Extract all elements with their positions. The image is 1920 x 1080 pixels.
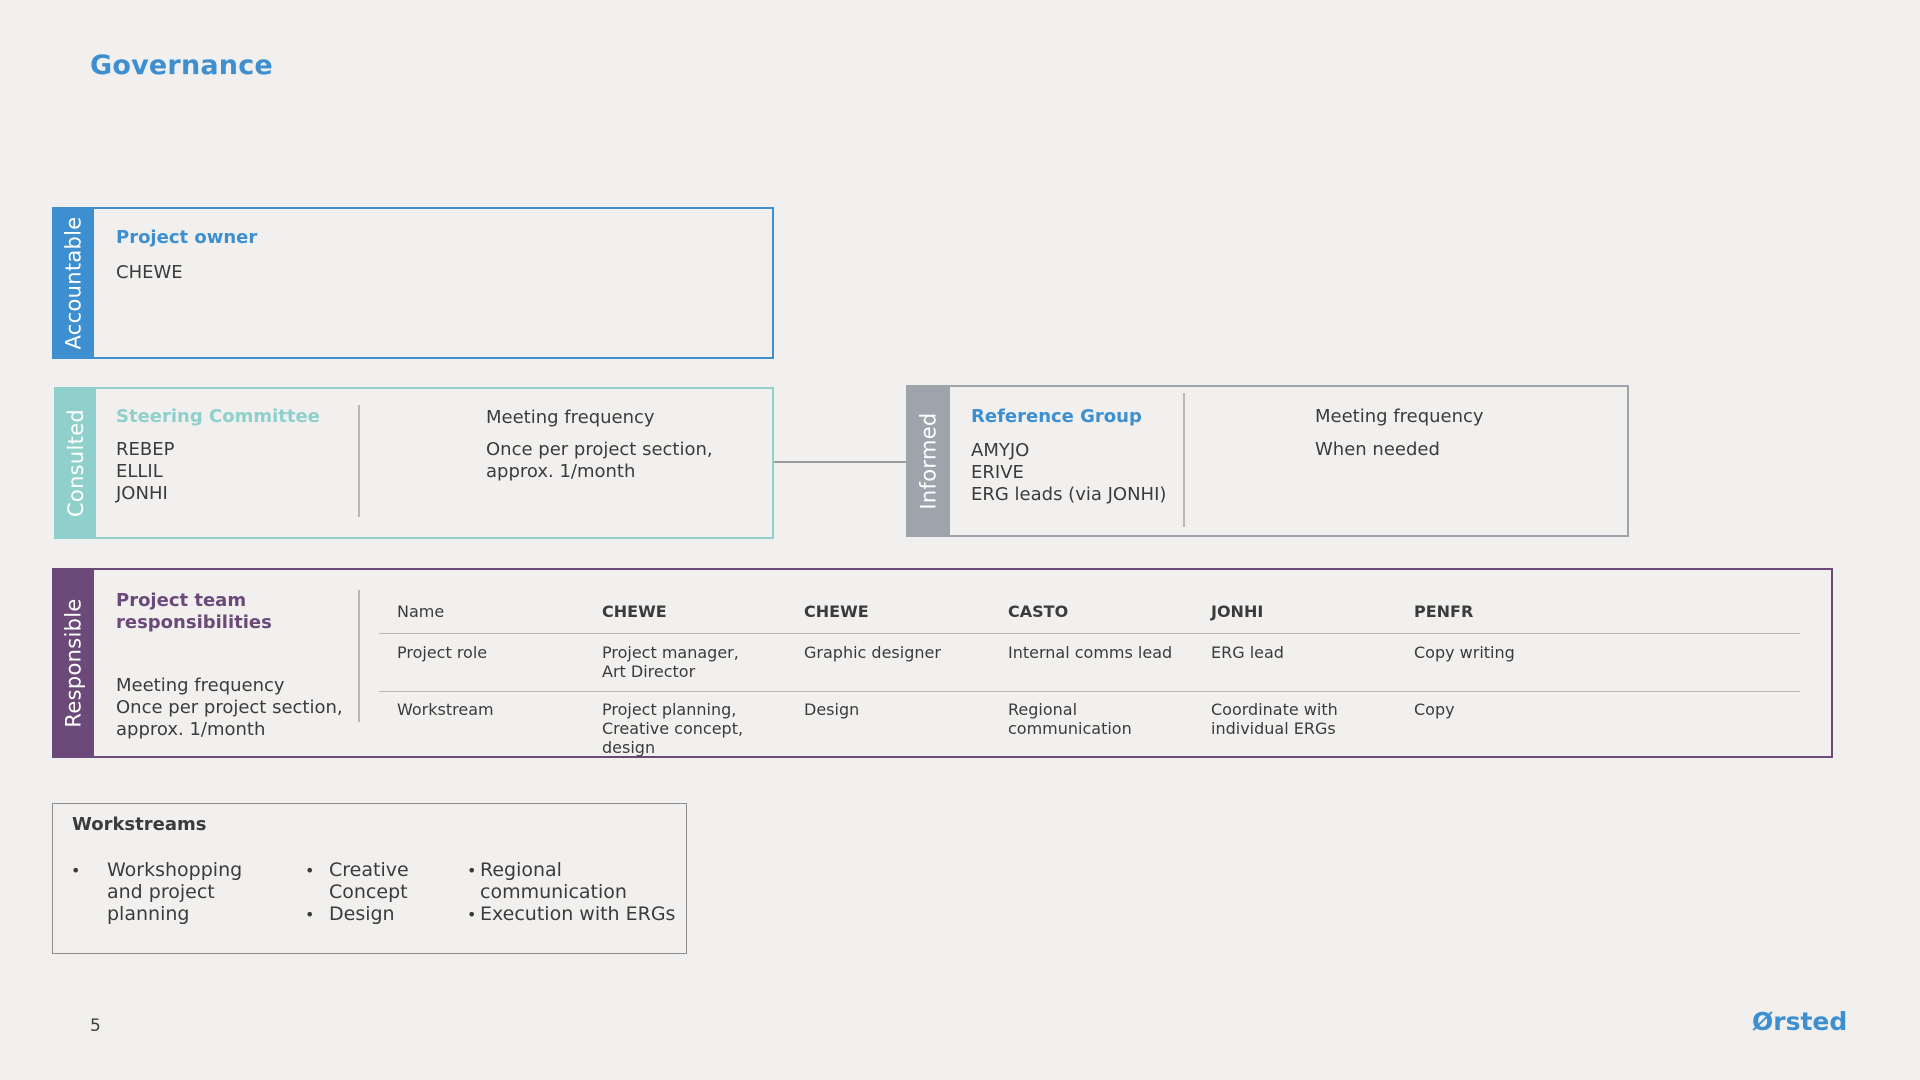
meeting-frequency-value: When needed — [1315, 439, 1440, 460]
table-divider — [379, 691, 1800, 692]
member: REBEP — [116, 439, 175, 460]
meeting-frequency: Meeting frequency Once per project secti… — [116, 675, 343, 740]
steering-committee-members: REBEP ELLIL JONHI — [116, 439, 174, 505]
table-cell: Copy — [1414, 700, 1455, 719]
consulted-tab: Consulted — [56, 389, 96, 537]
table-header-cell: CHEWE — [602, 602, 667, 621]
page-title: Governance — [90, 50, 273, 81]
orsted-logo: Ørsted — [1752, 1007, 1848, 1036]
bullet-icon: • — [71, 861, 81, 880]
table-cell: Graphic designer — [804, 643, 941, 662]
workstream-item: Design — [329, 903, 395, 925]
table-header-cell: PENFR — [1414, 602, 1474, 621]
table-header-cell: JONHI — [1211, 602, 1264, 621]
table-cell: Design — [804, 700, 860, 719]
accountable-tab: Accountable — [54, 209, 94, 357]
responsible-tab: Responsible — [54, 570, 94, 756]
meeting-frequency-label: Meeting frequency — [116, 675, 285, 696]
reference-group-label: Reference Group — [971, 406, 1142, 427]
member: ERIVE — [971, 462, 1024, 483]
responsible-box: Responsible Project team responsibilitie… — [52, 568, 1833, 758]
table-cell: Internal comms lead — [1008, 643, 1173, 662]
member: AMYJO — [971, 440, 1030, 461]
member: ERG leads (via JONHI) — [971, 484, 1167, 505]
divider — [358, 405, 360, 517]
meeting-frequency-value: Once per project section, approx. 1/mont… — [486, 439, 713, 482]
table-divider — [379, 633, 1800, 634]
page-number: 5 — [90, 1016, 101, 1036]
workstream-item: Creative Concept — [329, 859, 409, 903]
divider — [358, 590, 360, 722]
accountable-box: Accountable Project owner CHEWE — [52, 207, 774, 359]
workstream-item: Regional communication — [480, 859, 627, 903]
project-owner-value: CHEWE — [116, 262, 183, 283]
workstreams-box: Workstreams • Workshopping and project p… — [52, 803, 687, 954]
table-cell: Project planning,Creative concept,design — [602, 700, 744, 757]
bullet-icon: • — [305, 905, 315, 924]
meeting-frequency-label: Meeting frequency — [486, 407, 655, 428]
connector-line — [774, 461, 906, 463]
reference-group-members: AMYJO ERIVE ERG leads (via JONHI) — [971, 440, 1166, 506]
member: ELLIL — [116, 461, 163, 482]
meeting-frequency-value: Once per project section, — [116, 697, 343, 718]
table-cell: ERG lead — [1211, 643, 1284, 662]
informed-tab: Informed — [908, 387, 950, 535]
workstream-item: Execution with ERGs — [480, 903, 676, 925]
workstream-item: Workshopping and project planning — [107, 859, 243, 925]
consulted-box: Consulted Steering Committee REBEP ELLIL… — [54, 387, 774, 539]
informed-box: Informed Reference Group AMYJO ERIVE ERG… — [906, 385, 1629, 537]
project-owner-label: Project owner — [116, 227, 258, 248]
table-header-cell: CASTO — [1008, 602, 1069, 621]
project-team-label: Project team responsibilities — [116, 590, 272, 633]
member: JONHI — [116, 483, 168, 504]
divider — [1183, 393, 1185, 527]
table-cell: Name — [397, 602, 445, 621]
workstreams-title: Workstreams — [72, 814, 207, 835]
steering-committee-label: Steering Committee — [116, 406, 320, 427]
table-cell: Workstream — [397, 700, 494, 719]
bullet-icon: • — [305, 861, 315, 880]
bullet-icon: • — [467, 905, 477, 924]
table-cell: Copy writing — [1414, 643, 1515, 662]
table-header-cell: CHEWE — [804, 602, 869, 621]
table-cell: Project role — [397, 643, 488, 662]
meeting-frequency-label: Meeting frequency — [1315, 406, 1484, 427]
table-cell: Project manager,Art Director — [602, 643, 739, 681]
bullet-icon: • — [467, 861, 477, 880]
